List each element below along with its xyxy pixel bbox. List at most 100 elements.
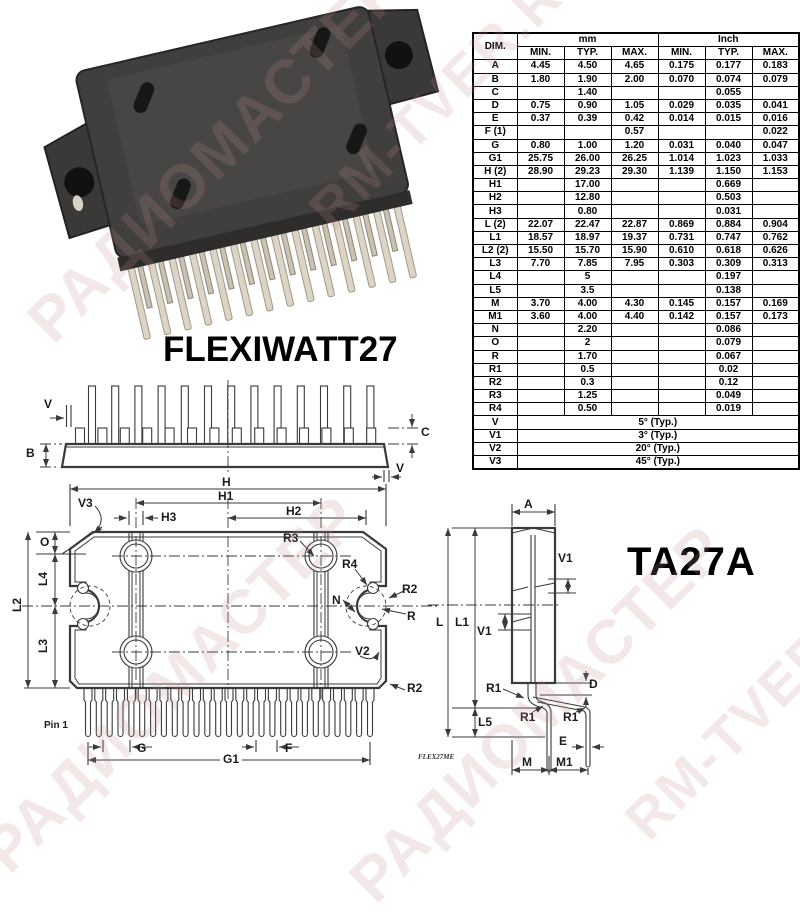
value-cell: 3.70 — [516, 296, 565, 311]
value-cell: 29.23 — [563, 164, 612, 180]
table-row: R3 1.25 0.049 — [472, 389, 800, 404]
dim-cell: O — [472, 336, 518, 351]
value-cell — [657, 349, 706, 364]
dim-label-r: R — [407, 609, 416, 623]
dim-label-c: C — [421, 425, 430, 439]
right-side-view — [428, 504, 604, 775]
value-cell — [751, 349, 800, 364]
value-cell — [610, 375, 659, 391]
value-cell: 0.016 — [751, 112, 800, 127]
value-cell — [516, 349, 565, 364]
value-cell: 1.014 — [657, 151, 706, 166]
value-cell: 0.049 — [704, 389, 753, 404]
dim-label-r1-c: R1 — [563, 710, 579, 724]
subheader-cell: MAX. — [610, 46, 659, 61]
value-cell: 0.014 — [657, 112, 706, 127]
value-cell: 18.97 — [563, 230, 612, 246]
value-cell — [751, 336, 800, 351]
value-cell — [516, 402, 565, 417]
dimension-table: DIM. mm Inch MIN. TYP. MAX. MIN. TYP. MA… — [472, 32, 800, 471]
variant-name-title: TA27A — [627, 540, 756, 584]
value-cell — [610, 283, 659, 298]
subheader-cell: TYP. — [563, 46, 612, 61]
value-cell — [610, 323, 659, 338]
value-cell: 0.42 — [610, 112, 659, 127]
value-cell: 17.00 — [563, 178, 612, 193]
dim-cell: V3 — [472, 455, 518, 470]
dim-label-e: E — [559, 734, 568, 748]
value-cell — [516, 336, 565, 351]
value-cell: 22.07 — [516, 217, 565, 232]
value-cell: 1.80 — [516, 72, 565, 87]
value-cell — [610, 336, 659, 351]
value-cell: 0.90 — [563, 98, 612, 114]
dim-label-g1: G1 — [220, 753, 243, 765]
value-cell — [516, 389, 565, 404]
value-cell — [657, 283, 706, 298]
value-cell: 26.00 — [563, 151, 612, 166]
value-cell: 0.031 — [657, 138, 706, 153]
value-cell: 25.75 — [516, 151, 565, 166]
value-cell — [751, 85, 800, 100]
value-cell: 3.60 — [516, 309, 565, 325]
value-cell — [610, 191, 659, 206]
dim-label-n: N — [332, 593, 341, 607]
value-cell — [516, 362, 565, 377]
value-cell: 0.157 — [704, 309, 753, 325]
value-cell — [516, 125, 565, 140]
value-cell: 4.30 — [610, 296, 659, 311]
value-cell: 0.5 — [563, 362, 612, 377]
value-cell — [516, 191, 565, 206]
value-cell: 22.47 — [563, 217, 612, 232]
dim-cell: M1 — [472, 309, 518, 325]
value-cell — [657, 125, 706, 140]
value-cell — [516, 85, 565, 100]
value-cell: 0.12 — [704, 375, 753, 391]
package-photo — [43, 6, 440, 340]
dim-label-m1: M1 — [556, 755, 573, 769]
dim-cell: L4 — [472, 270, 518, 285]
dim-cell: A — [472, 59, 518, 74]
value-cell: 7.95 — [610, 257, 659, 272]
dim-cell: R1 — [472, 362, 518, 377]
dim-cell: R3 — [472, 389, 518, 404]
dim-label-g: G — [137, 741, 147, 755]
dim-label-r2-bottom: R2 — [407, 681, 423, 695]
value-cell: 1.25 — [563, 389, 612, 404]
dim-label-v-top: V — [44, 397, 53, 411]
dim-cell: M — [472, 296, 518, 311]
value-cell: 0.019 — [704, 402, 753, 417]
value-cell: 7.70 — [516, 257, 565, 272]
dim-cell: H3 — [472, 204, 518, 219]
value-cell: 0.197 — [704, 270, 753, 285]
value-cell: 5 — [563, 270, 612, 285]
dim-header-cell: DIM. — [472, 32, 518, 61]
dim-cell: V1 — [472, 428, 518, 443]
value-cell: 0.070 — [657, 72, 706, 87]
value-cell — [610, 178, 659, 193]
dim-label-h1: H1 — [218, 489, 234, 503]
value-cell — [657, 362, 706, 377]
value-cell — [751, 389, 800, 404]
value-cell: 0.157 — [704, 296, 753, 311]
dim-cell: L2 (2) — [472, 243, 518, 259]
value-cell: 4.65 — [610, 59, 659, 74]
value-cell: 1.20 — [610, 138, 659, 153]
value-cell: 0.041 — [751, 98, 800, 114]
value-cell — [751, 178, 800, 193]
value-cell: 0.055 — [704, 85, 753, 100]
dim-label-m: M — [522, 755, 532, 769]
value-cell — [516, 375, 565, 391]
